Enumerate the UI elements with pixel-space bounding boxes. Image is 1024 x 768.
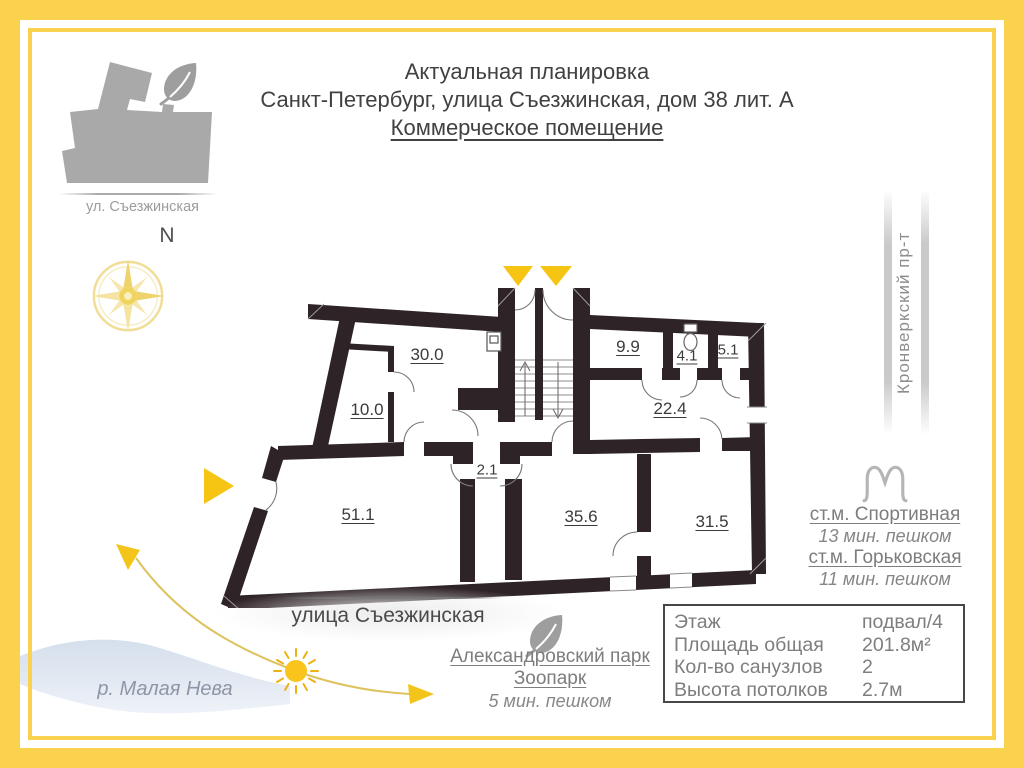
park-name-label: Александровский парк: [450, 646, 650, 667]
metro-station-label: ст.м. Горьковская: [808, 547, 962, 568]
park-info: Александровский парк Зоопарк 5 мин. пешк…: [420, 646, 680, 712]
room-area-label-4-1: 4.1: [676, 347, 698, 365]
leaf-icon: [159, 63, 197, 106]
page-title: Актуальная планировка Санкт-Петербург, у…: [162, 58, 892, 142]
info-label: Кол-во санузлов: [674, 656, 823, 678]
info-value: подвал/4: [862, 611, 943, 633]
minimap-street-label: ул. Съезжинская: [85, 199, 199, 215]
metro-walk-time: 13 мин. пешком: [818, 526, 952, 546]
room-area-label-10-0: 10.0: [350, 400, 384, 419]
avenue-label: Кронверкский пр-т: [894, 231, 913, 394]
table-row: Этаж подвал/4: [674, 611, 963, 634]
property-info-table: Этаж подвал/4 Площадь общая 201.8м² Кол-…: [663, 604, 965, 703]
table-row: Площадь общая 201.8м²: [674, 634, 963, 657]
compass-rose-icon: [91, 259, 165, 333]
info-value: 2.7м: [862, 678, 903, 701]
metro-logo-icon: [862, 465, 908, 503]
sun-icon: [273, 648, 319, 694]
arrowhead-east: [408, 684, 434, 704]
bottom-street-label: улица Съезжинская: [291, 604, 485, 627]
river-label: р. Малая Нева: [97, 678, 233, 700]
street-road-band: [215, 586, 565, 642]
avenue-road-edge: [884, 190, 892, 435]
metro-walk-time: 11 мин. пешком: [819, 569, 951, 589]
avenue-road-edge: [921, 190, 929, 435]
room-area-label-22-4: 22.4: [653, 399, 687, 418]
info-value: 2: [862, 656, 873, 678]
leaf-icon: [525, 615, 563, 658]
entrance-triangle-icon: [204, 468, 234, 504]
table-row: Высота потолков 2.7м: [674, 679, 963, 702]
title-line-2: Санкт-Петербург, улица Съезжинская, дом …: [260, 87, 794, 112]
zoo-name-label: Зоопарк: [513, 668, 587, 689]
room-area-label-35-6: 35.6: [564, 507, 598, 526]
info-value: 201.8м²: [862, 633, 931, 656]
park-walk-time: 5 мин. пешком: [488, 691, 612, 711]
building-footprint-shape: [62, 62, 212, 183]
room-area-label-31-5: 31.5: [695, 512, 729, 531]
entrance-markers: [204, 266, 572, 504]
info-label: Площадь общая: [674, 633, 824, 656]
floor-plan-drawing: [204, 266, 767, 608]
title-line-1: Актуальная планировка: [404, 59, 650, 84]
staircase: [515, 359, 573, 420]
metro-station-label: ст.м. Спортивная: [809, 504, 961, 525]
arrowhead-northwest: [116, 544, 140, 570]
info-label: Этаж: [674, 611, 721, 633]
entrance-triangle-icon: [503, 266, 533, 286]
room-area-label-2-1: 2.1: [476, 461, 498, 479]
room-area-label-30-0: 30.0: [410, 345, 444, 364]
walking-path: [116, 544, 434, 704]
door-arcs: [265, 289, 741, 557]
room-area-label-9-9: 9.9: [616, 337, 640, 356]
toilet-icon: [683, 323, 698, 352]
table-row: Кол-во санузлов 2: [674, 656, 963, 679]
metro-info: ст.м. Спортивная 13 мин. пешком ст.м. Го…: [790, 504, 980, 590]
room-area-label-5-1: 5.1: [717, 341, 739, 359]
windows: [609, 406, 767, 592]
floor-plan: 30.0 10.0 9.9 4.1 5.1 22.4 2.1 51.1 35.6…: [200, 258, 780, 608]
title-line-3: Коммерческое помещение: [390, 115, 664, 140]
minimap-divider-line: [58, 193, 218, 195]
river-shape: [20, 639, 290, 714]
street-divider-line: [282, 597, 502, 599]
electrical-box-icon: [486, 331, 502, 352]
entrance-triangle-icon: [540, 266, 572, 286]
corner-chamfers: [223, 287, 767, 608]
info-label: Высота потолков: [674, 678, 828, 701]
north-label: N: [159, 224, 175, 247]
room-area-label-51-1: 51.1: [341, 505, 375, 524]
